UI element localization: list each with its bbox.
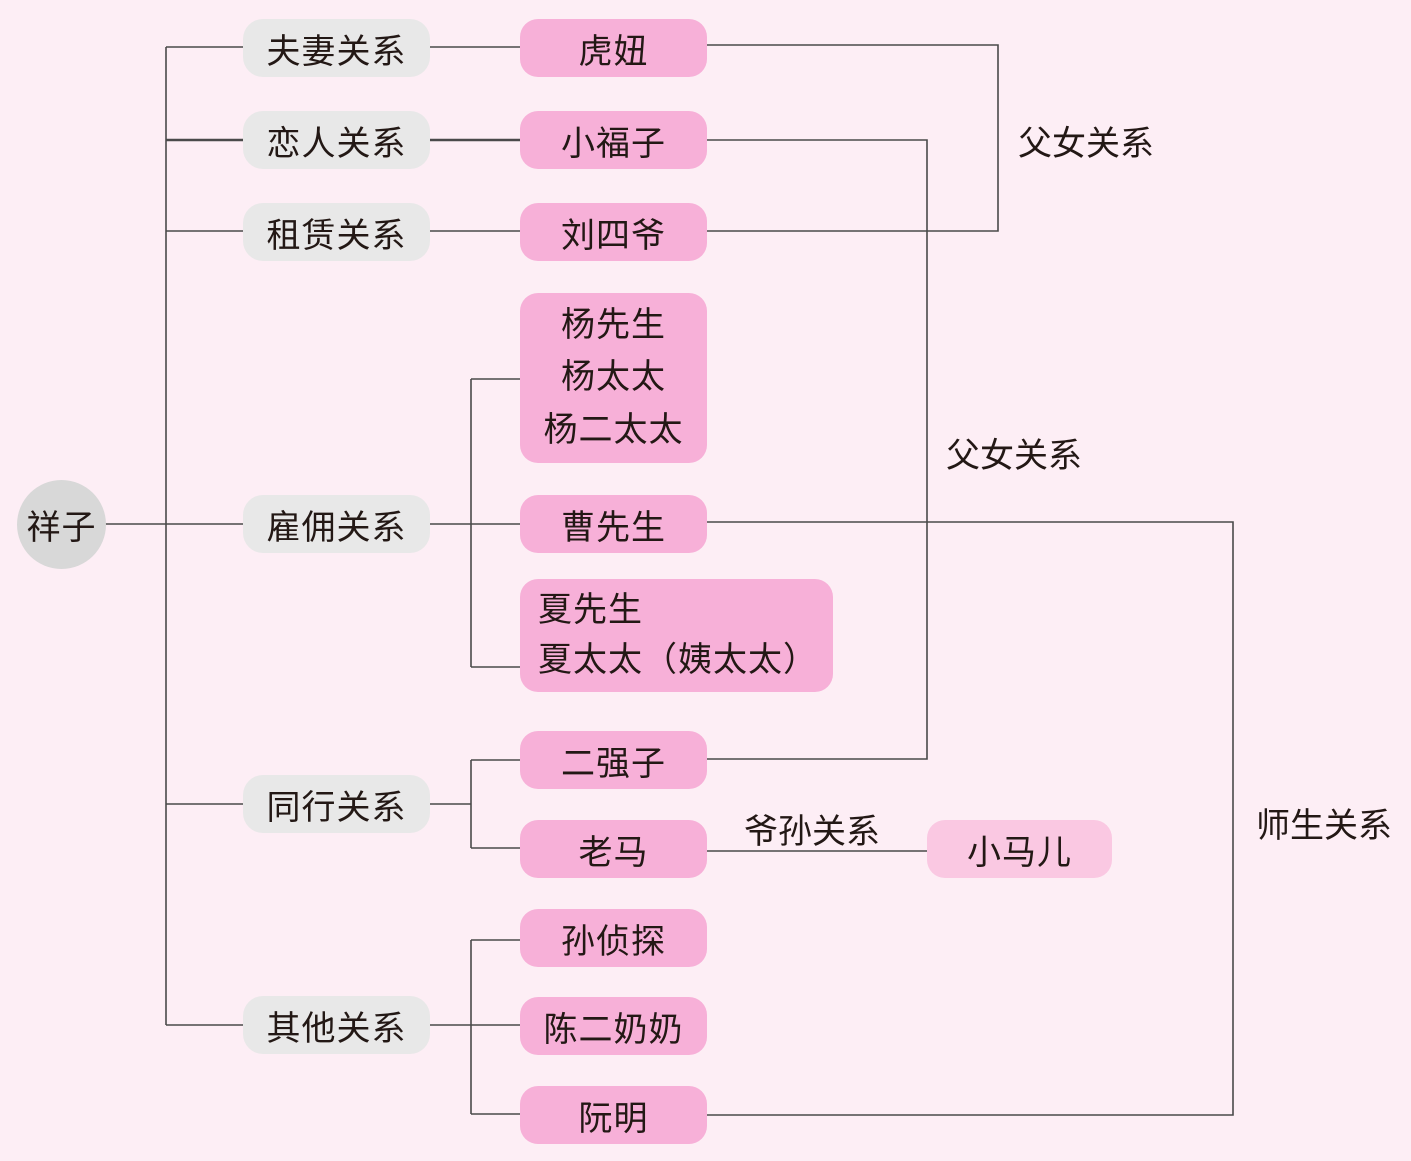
person-yang-family: 杨先生 杨太太 杨二太太 [520,293,707,463]
person-erqiangzi: 二强子 [520,731,707,789]
person-yang-ertaitai: 杨二太太 [543,409,684,450]
connector-line [707,521,1234,1116]
person-chen: 陈二奶奶 [520,997,707,1055]
person-xia-taitai: 夏太太（姨太太） [538,640,818,681]
person-ruanming: 阮明 [520,1086,707,1144]
person-xia-xiansheng: 夏先生 [538,589,643,630]
person-yang-taitai: 杨太太 [561,357,666,398]
link-label-grandpa-grandson: 爷孙关系 [744,812,880,852]
person-xiaofuzi: 小福子 [520,111,707,169]
relation-spouse: 夫妻关系 [243,19,430,77]
person-yang-xiansheng: 杨先生 [561,305,666,346]
relation-employ: 雇佣关系 [243,495,430,553]
center-node-xiangzi: 祥子 [17,480,106,569]
person-liusiye: 刘四爷 [520,203,707,261]
relation-other: 其他关系 [243,996,430,1054]
person-xiaomaer: 小马儿 [927,820,1112,878]
relation-peer: 同行关系 [243,775,430,833]
person-cao: 曹先生 [520,495,707,553]
link-label-father-daughter-2: 父女关系 [946,436,1082,476]
person-xia-family: 夏先生 夏太太（姨太太） [520,579,833,692]
person-sun: 孙侦探 [520,909,707,967]
person-laoma: 老马 [520,820,707,878]
relation-lover: 恋人关系 [243,111,430,169]
relation-rent: 租赁关系 [243,203,430,261]
link-label-teacher-student: 师生关系 [1256,806,1392,846]
person-huniu: 虎妞 [520,19,707,77]
connector-line [707,44,999,232]
connector-line [707,139,928,760]
link-label-father-daughter-1: 父女关系 [1018,124,1154,164]
